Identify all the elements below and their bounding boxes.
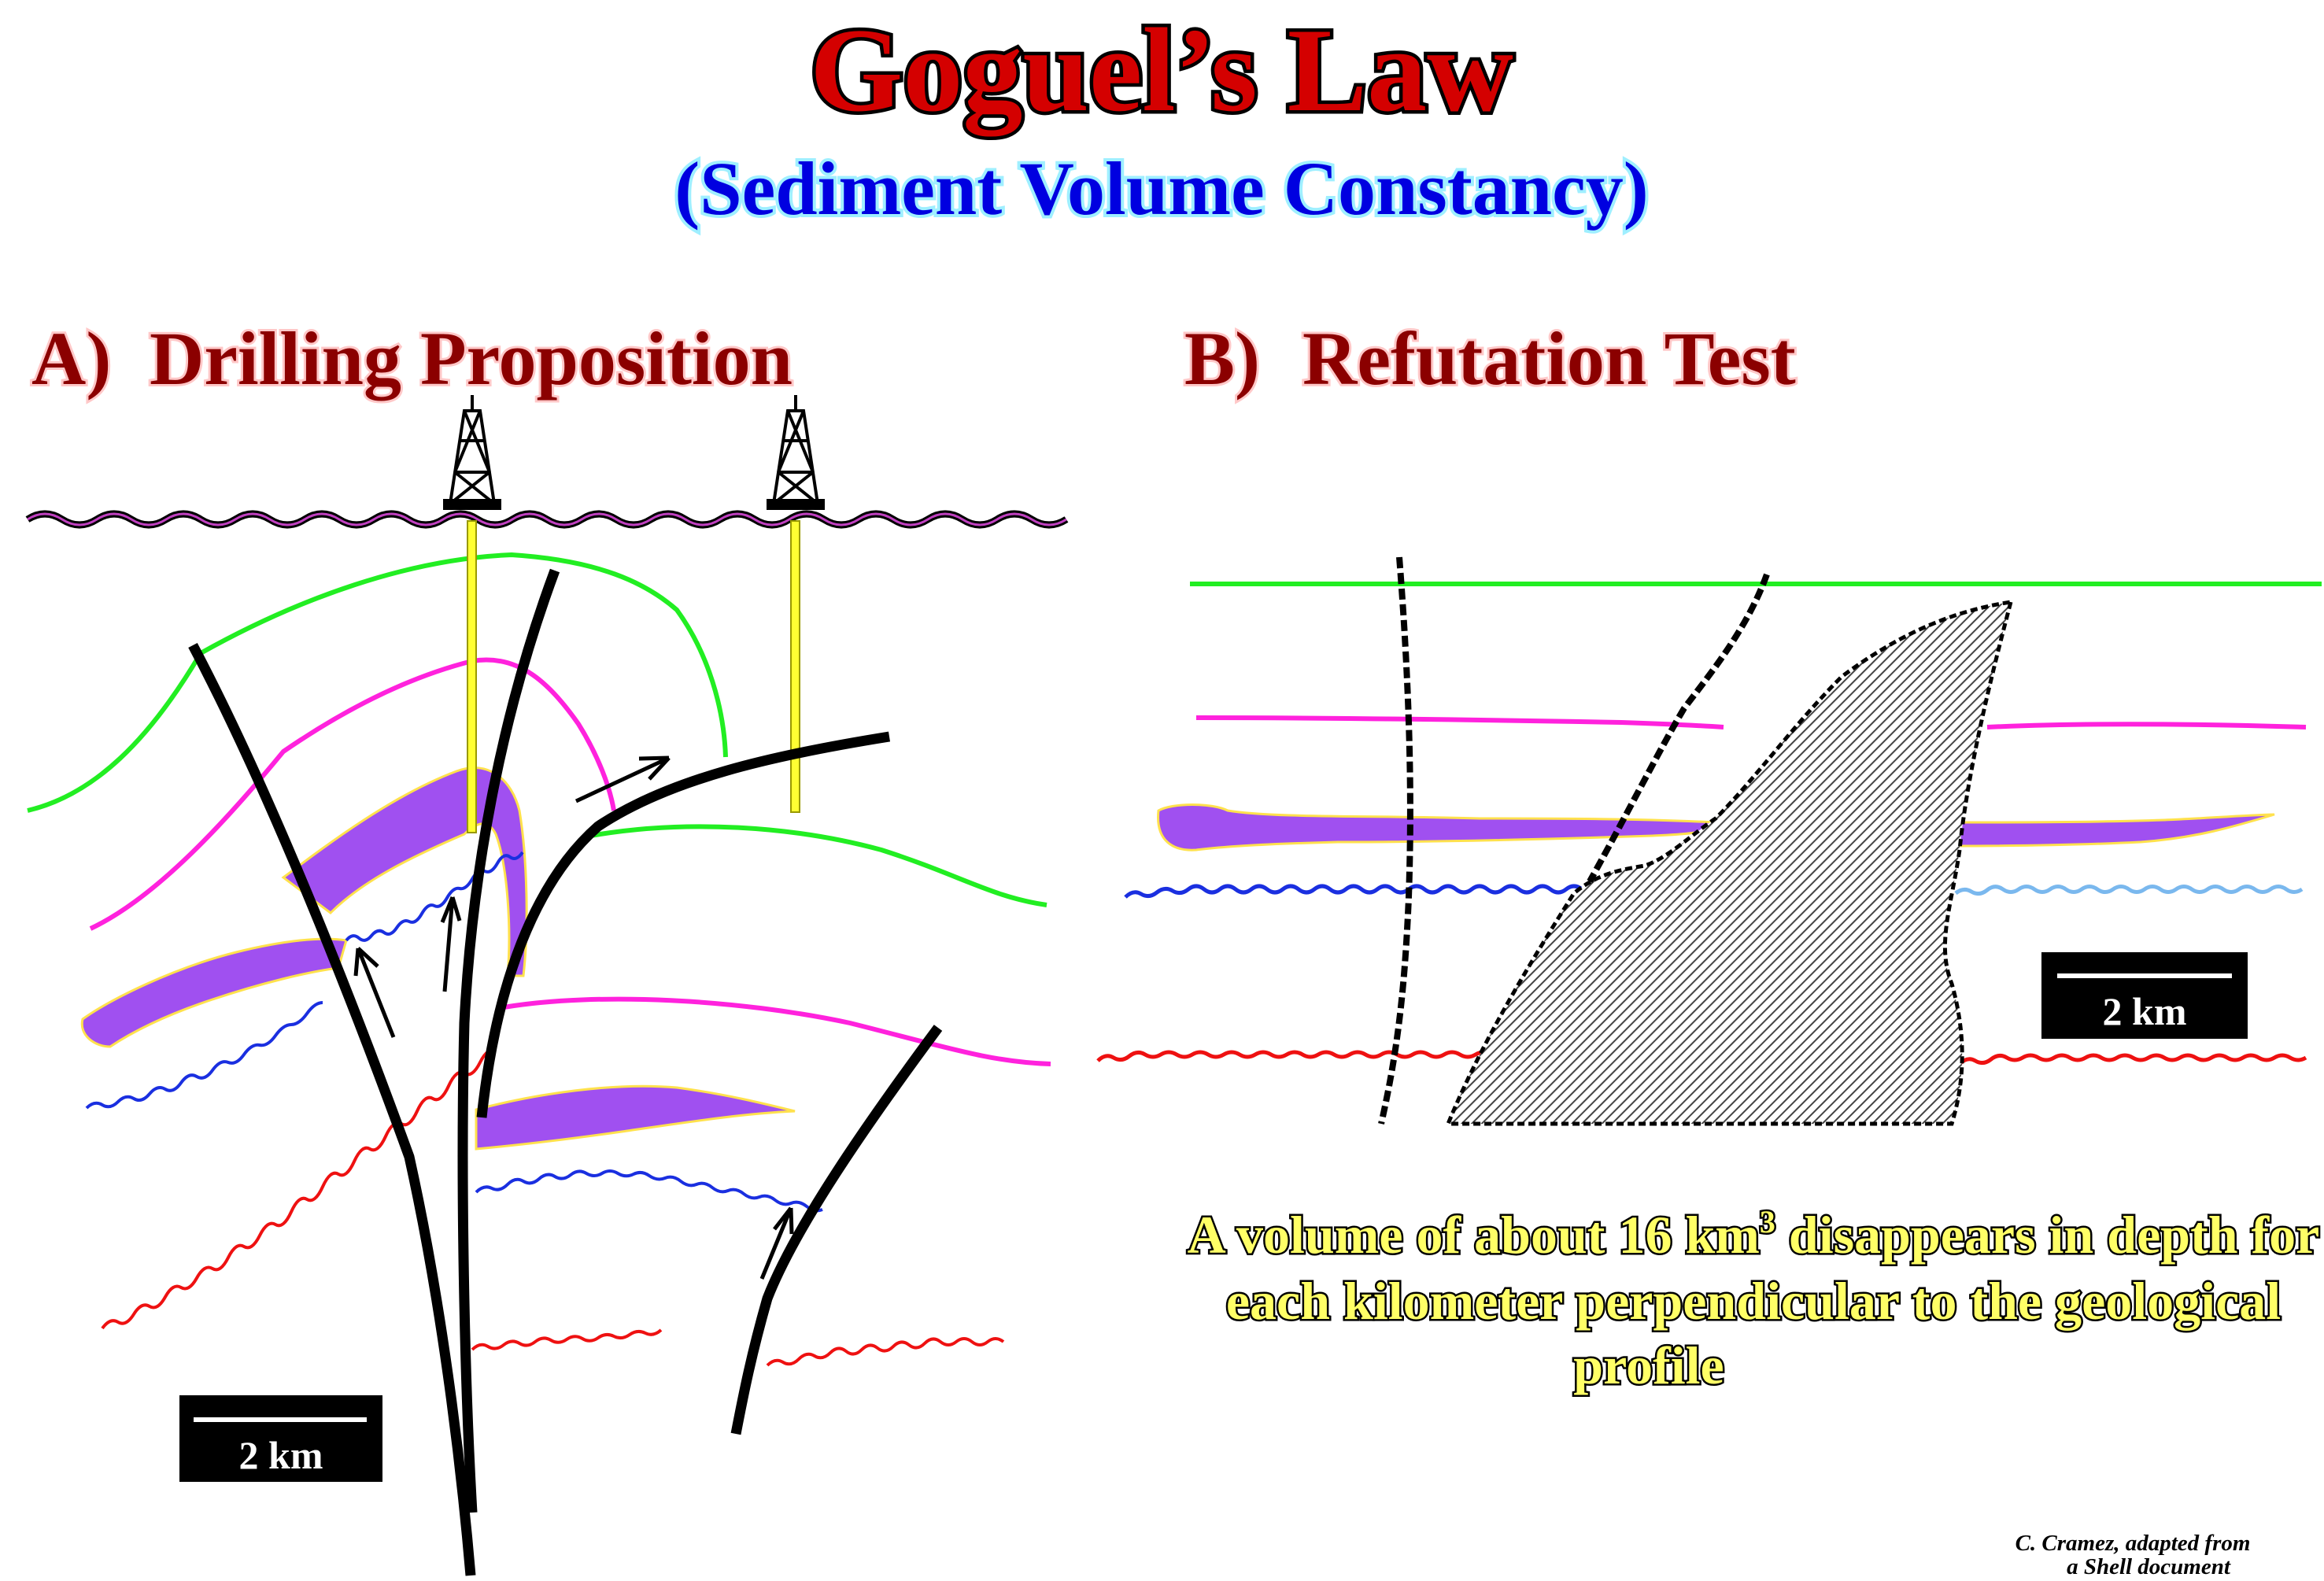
fault-left: [188, 642, 476, 1576]
light-blue-horizon-b: [1954, 885, 2304, 896]
caption-line-2: each kilometer perpendicular to the geol…: [1226, 1271, 2281, 1331]
magenta-horizon-lower: [503, 996, 1051, 1066]
credit: C. Cramez, adapted from a Shell document: [2015, 1531, 2251, 1579]
scale-bar-b-label: 2 km: [2103, 989, 2187, 1033]
magenta-horizon-b-right: [1986, 722, 2307, 730]
arrow-thrust: [575, 755, 671, 803]
red-unconformity-b-left: [1096, 1050, 1524, 1062]
fault-right: [730, 1025, 943, 1435]
reservoir-b-left: [1157, 803, 1718, 851]
reservoir-crest: [281, 766, 528, 977]
drilling-rig-left-icon: [443, 395, 501, 510]
scale-bar-a-label: 2 km: [239, 1433, 323, 1477]
panel-b-heading: B) Refutation Test: [1182, 314, 1798, 403]
fault-arrows: [353, 755, 794, 1280]
red-unconformity-right: [766, 1337, 1005, 1367]
blue-unconformity-left: [85, 1001, 323, 1110]
panel-a-label: A): [31, 316, 111, 401]
panel-b-title: Refutation Test: [1302, 316, 1796, 401]
reservoir-lower: [475, 1084, 796, 1151]
panel-a-heading: A) Drilling Proposition: [29, 314, 795, 403]
drilling-rig-right-icon: [767, 395, 825, 510]
arrow-central-fault: [440, 896, 462, 992]
missing-volume-area: [1445, 599, 2014, 1126]
well-left: [467, 520, 477, 833]
reservoir-left: [80, 937, 348, 1048]
caption-line-1: A volume of about 16 km3 disappears in d…: [1188, 1204, 2320, 1265]
panel-a-title: Drilling Proposition: [150, 316, 793, 401]
red-unconformity-middle: [471, 1328, 663, 1351]
subtitle: (Sediment Volume Constancy): [674, 146, 1648, 231]
fault-curved: [476, 731, 891, 1118]
red-unconformity-b-right: [1958, 1053, 2307, 1066]
well-right: [790, 520, 800, 813]
magenta-horizon-upper: [89, 657, 616, 931]
credit-line-2: a Shell document: [2067, 1554, 2231, 1579]
main-title: Goguel’s Law: [810, 4, 1513, 137]
reservoir-b-right: [1949, 813, 2275, 848]
arrow-right-fault: [759, 1206, 794, 1280]
fault-central: [457, 568, 560, 1513]
blue-unconformity-lower: [475, 1169, 823, 1213]
dashed-fault-left: [1378, 556, 1413, 1125]
dashed-fault-right: [1587, 573, 1770, 883]
red-unconformity-left: [101, 1048, 497, 1330]
blue-unconformity-b: [1124, 884, 1615, 899]
scale-bar-a: 2 km: [179, 1395, 382, 1482]
arrow-left-fault: [353, 947, 396, 1038]
caption-line-3: profile: [1573, 1335, 1724, 1395]
scale-bar-b: 2 km: [2041, 952, 2248, 1039]
blue-unconformity-crest: [345, 851, 524, 942]
magenta-horizon-b-left: [1195, 715, 1724, 730]
green-horizon-lower: [586, 824, 1047, 907]
panel-b-section: 2 km: [1096, 556, 2322, 1126]
caption: A volume of about 16 km3 disappears in d…: [1185, 1202, 2322, 1398]
credit-line-1: C. Cramez, adapted from: [2015, 1531, 2251, 1556]
panel-a-section: 2 km: [25, 395, 1069, 1576]
green-horizon-upper: [27, 552, 728, 813]
panel-b-label: B): [1184, 316, 1260, 401]
